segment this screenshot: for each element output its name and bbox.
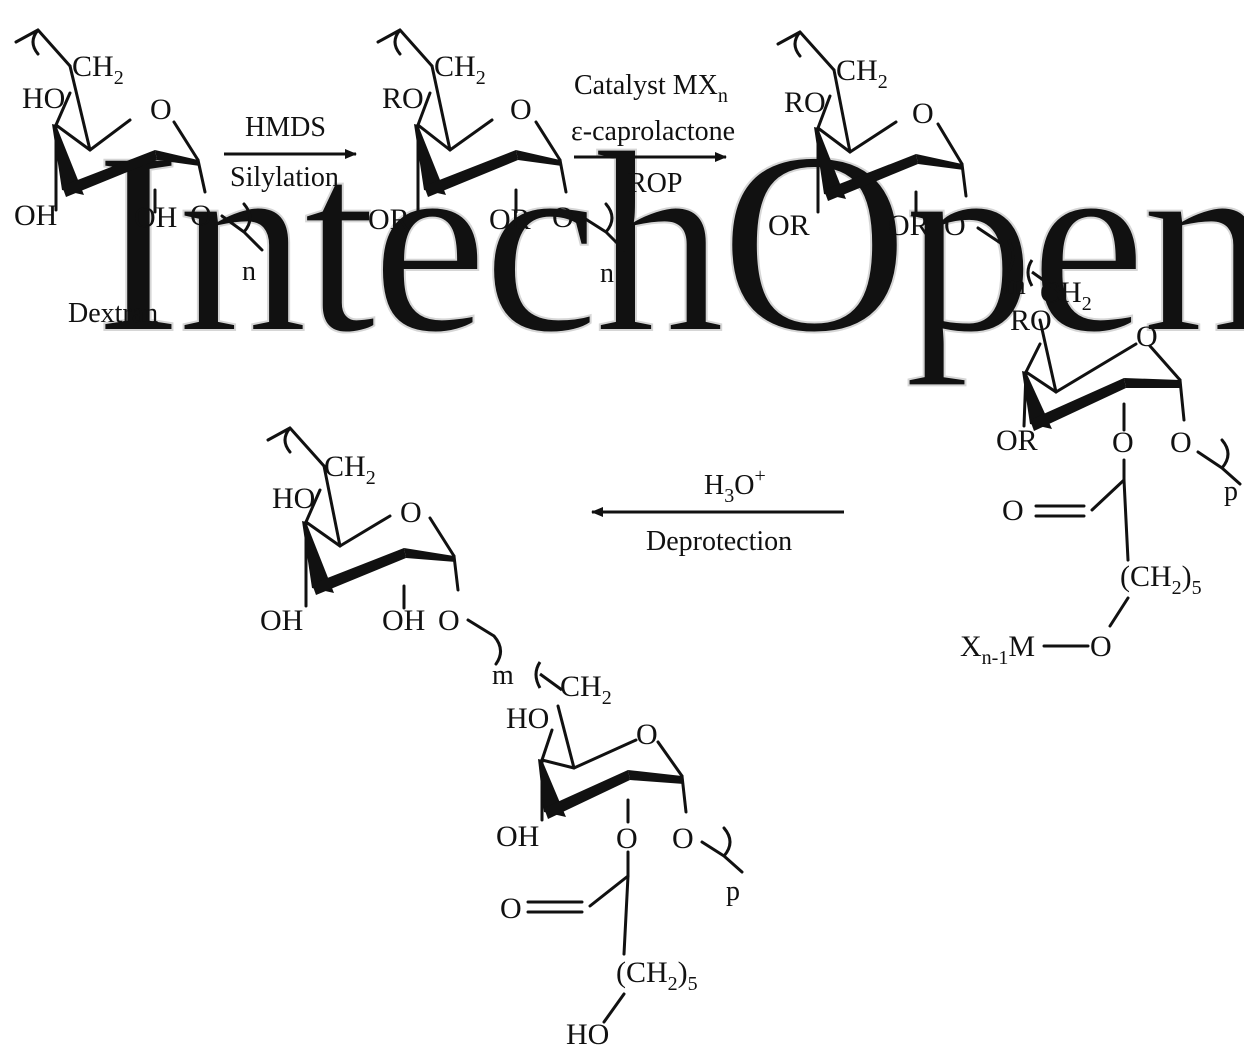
dextran-c4-c5-bond bbox=[54, 123, 92, 152]
product-bottom-o-ester: O bbox=[616, 822, 638, 855]
product-bottom-ho: HO bbox=[506, 702, 549, 735]
grafted-bottom-link-o: O bbox=[1170, 426, 1192, 459]
grafted-p: p bbox=[1224, 476, 1238, 507]
grafted-bottom-ring-o: O bbox=[1136, 320, 1158, 353]
product-top-oh-left: OH bbox=[260, 604, 303, 637]
grafted-m: m bbox=[1004, 270, 1026, 301]
product-top-link-o: O bbox=[438, 604, 460, 637]
grafted-top-ro: RO bbox=[784, 86, 826, 119]
dextran-ring-o: O bbox=[150, 93, 172, 126]
product-top-ch2: CH2 bbox=[324, 450, 376, 489]
dextran-oh-left: OH bbox=[14, 199, 57, 232]
dextran-oh-right: OH bbox=[134, 201, 177, 234]
step1-label: Silylation bbox=[230, 162, 339, 193]
dextran-c6-bond bbox=[14, 28, 72, 68]
dextran-ch2: CH2 bbox=[72, 50, 124, 89]
grafted-bracket-m-left bbox=[1026, 259, 1061, 294]
dextran-wedge-right bbox=[155, 150, 200, 166]
silylated-wedge-bottom bbox=[424, 150, 518, 197]
grafted-ch2n: (CH2)5 bbox=[1120, 560, 1202, 599]
silylated-link-o: O bbox=[552, 201, 574, 234]
product-top-wedge-left bbox=[302, 521, 334, 593]
product-ch2n: (CH2)5 bbox=[616, 956, 698, 995]
grafted-metal-group: Xn-1M bbox=[960, 630, 1035, 669]
product-ho-end: HO bbox=[566, 1018, 609, 1049]
grafted-bottom-ro: RO bbox=[1010, 304, 1052, 337]
dextran-o-c1-bond bbox=[172, 120, 200, 162]
grafted-bottom-wedge-bottom bbox=[1030, 378, 1126, 431]
grafted-top-or-left: OR bbox=[768, 209, 810, 242]
silylated-molecule bbox=[376, 28, 626, 252]
dextran-ho: HO bbox=[22, 82, 65, 115]
grafted-bottom-wedge-right bbox=[1124, 378, 1182, 388]
dextran-link-bond bbox=[220, 202, 264, 252]
product-bottom-ch2: CH2 bbox=[560, 670, 612, 709]
grafted-o-end: O bbox=[1090, 630, 1112, 663]
product-top-wedge-bottom bbox=[312, 548, 406, 595]
step3-reagent: H3O+ bbox=[704, 465, 766, 507]
step3-label: Deprotection bbox=[646, 526, 792, 557]
grafted-top-wedge-bottom bbox=[824, 154, 918, 201]
step2-monomer: ε-caprolactone bbox=[571, 116, 735, 147]
product-top-ring-o: O bbox=[400, 496, 422, 529]
silylated-n: n bbox=[600, 258, 614, 289]
dextran-c5-o-bond bbox=[88, 118, 132, 152]
dextran-name: Dextran bbox=[68, 298, 158, 329]
grafted-top-ch2: CH2 bbox=[836, 54, 888, 93]
product-bottom-oh-left: OH bbox=[496, 820, 539, 853]
dextran-n: n bbox=[242, 256, 256, 287]
grafted-top-wedge-left bbox=[814, 127, 846, 199]
silylated-wedge-right bbox=[516, 150, 562, 166]
product-carbonyl-o: O bbox=[500, 892, 522, 925]
product-bottom-ring-o: O bbox=[636, 718, 658, 751]
silylated-or-right: OR bbox=[489, 203, 531, 236]
grafted-bottom-ch2: CH2 bbox=[1040, 276, 1092, 315]
step2-label: ROP bbox=[628, 168, 682, 199]
grafted-bracket-m-right bbox=[1006, 239, 1015, 273]
step2-catalyst: Catalyst MXn bbox=[574, 70, 728, 107]
dextran-link-o: O bbox=[190, 199, 212, 232]
dextran-c5-c6-bond bbox=[68, 64, 92, 152]
grafted-bottom-unit bbox=[1022, 290, 1242, 648]
grafted-top-wedge-right bbox=[916, 154, 964, 170]
product-m: m bbox=[492, 660, 514, 691]
silylated-ring-o: O bbox=[510, 93, 532, 126]
silylated-ch2: CH2 bbox=[434, 50, 486, 89]
step1-reagent: HMDS bbox=[245, 112, 326, 143]
grafted-bottom-or-left: OR bbox=[996, 424, 1038, 457]
grafted-carbonyl-o: O bbox=[1002, 494, 1024, 527]
watermark: IntechOpen bbox=[95, 99, 1244, 387]
dextran-wedge-bottom bbox=[62, 150, 157, 197]
grafted-bottom-o-ester: O bbox=[1112, 426, 1134, 459]
grafted-top-link-o: O bbox=[944, 209, 966, 242]
product-bottom-wedge-bottom bbox=[544, 770, 630, 819]
dextran-c4-ho-bond bbox=[54, 91, 72, 127]
product-bottom-wedge-right bbox=[628, 770, 684, 784]
silylated-wedge-left bbox=[414, 124, 446, 195]
product-bracket-m-left bbox=[534, 661, 563, 692]
product-top-wedge-right bbox=[404, 548, 456, 562]
product-top-ho: HO bbox=[272, 482, 315, 515]
product-top-oh-right: OH bbox=[382, 604, 425, 637]
grafted-top-unit bbox=[776, 30, 1004, 246]
grafted-top-ring-o: O bbox=[912, 97, 934, 130]
silylated-or-left: OR bbox=[368, 203, 410, 236]
grafted-top-or-right: OR bbox=[888, 209, 930, 242]
product-bottom-link-o: O bbox=[672, 822, 694, 855]
silylated-ro: RO bbox=[382, 82, 424, 115]
dextran-wedge-left bbox=[52, 124, 84, 195]
product-p: p bbox=[726, 876, 740, 907]
